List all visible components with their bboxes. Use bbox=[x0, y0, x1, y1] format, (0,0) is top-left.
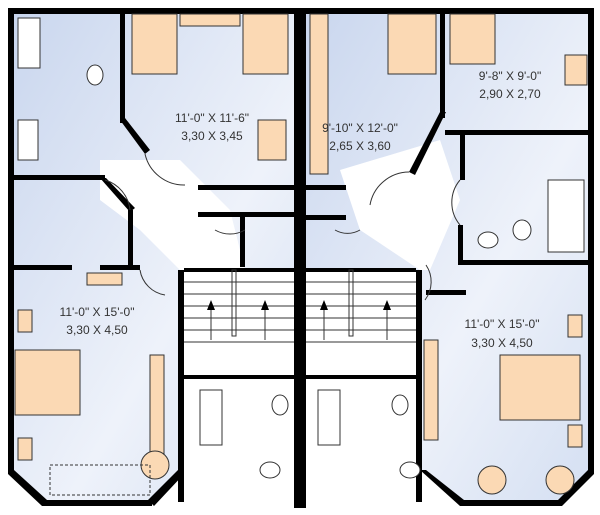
furniture bbox=[14, 13, 588, 496]
arrow-up-icon bbox=[261, 300, 269, 310]
room-dimensions-metric: 2,90 X 2,70 bbox=[479, 87, 541, 101]
room-dimensions-imperial: 11'-0" X 11'-6" bbox=[175, 111, 249, 125]
room-label-bedroom-top-center-right: 9'-10" X 12'-0" 2,65 X 3,60 bbox=[322, 121, 398, 153]
room-dimensions-metric: 3,30 X 3,45 bbox=[181, 129, 243, 143]
arrow-up-icon bbox=[207, 300, 215, 310]
room-label-bedroom-bottom-right: 11'-0" X 15'-0" 3,30 X 4,50 bbox=[465, 317, 540, 350]
stairs-left bbox=[184, 269, 294, 343]
room-label-bedroom-top-right: 9'-8" X 9'-0" 2,90 X 2,70 bbox=[479, 69, 541, 101]
room-label-bedroom-bottom-left: 11'-0" X 15'-0" 3,30 X 4,50 bbox=[60, 305, 135, 337]
walls bbox=[8, 8, 594, 508]
arrow-up-icon bbox=[383, 300, 391, 310]
arrow-up-icon bbox=[320, 300, 328, 310]
room-label-bedroom-top-left: 11'-0" X 11'-6" 3,30 X 3,45 bbox=[175, 111, 249, 143]
room-dimensions-metric: 3,30 X 4,50 bbox=[66, 323, 128, 337]
room-dimensions-metric: 3,30 X 4,50 bbox=[471, 336, 533, 350]
room-dimensions-imperial: 11'-0" X 15'-0" bbox=[60, 305, 135, 319]
room-dimensions-imperial: 9'-10" X 12'-0" bbox=[322, 121, 398, 135]
room-dimensions-metric: 2,65 X 3,60 bbox=[329, 139, 391, 153]
room-dimensions-imperial: 11'-0" X 15'-0" bbox=[465, 317, 540, 331]
doors bbox=[104, 153, 461, 301]
room-dimensions-imperial: 9'-8" X 9'-0" bbox=[479, 69, 541, 83]
stairs-right bbox=[306, 269, 416, 343]
